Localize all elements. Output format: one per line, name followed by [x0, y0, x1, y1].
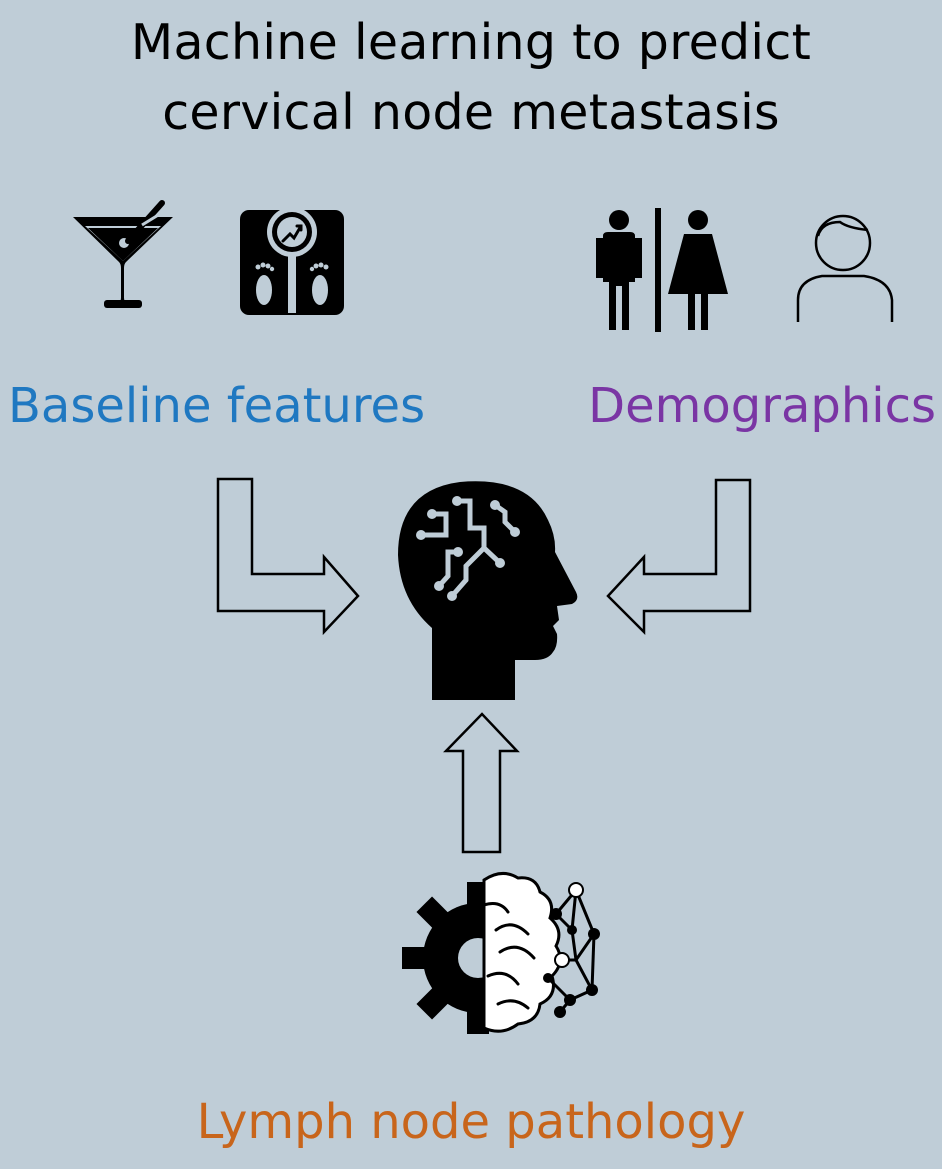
male-female-icon	[596, 208, 728, 332]
demographics-arrow	[606, 478, 752, 636]
weight-scale-icon	[240, 207, 344, 315]
title-line-2: cervical node metastasis	[162, 84, 780, 141]
diagram-title: Machine learning to predict cervical nod…	[0, 8, 942, 148]
lymph-arrow	[443, 712, 520, 854]
lymph-node-pathology-label: Lymph node pathology	[196, 1094, 746, 1150]
title-line-1: Machine learning to predict	[130, 14, 812, 71]
cocktail-glass-icon	[73, 200, 173, 308]
demographics-label: Demographics	[588, 378, 936, 434]
baseline-features-label: Baseline features	[8, 378, 426, 434]
baseline-arrow	[216, 477, 360, 636]
person-icon	[796, 214, 894, 322]
ai-head-icon	[398, 481, 578, 700]
gear-brain-network-icon	[402, 872, 600, 1034]
